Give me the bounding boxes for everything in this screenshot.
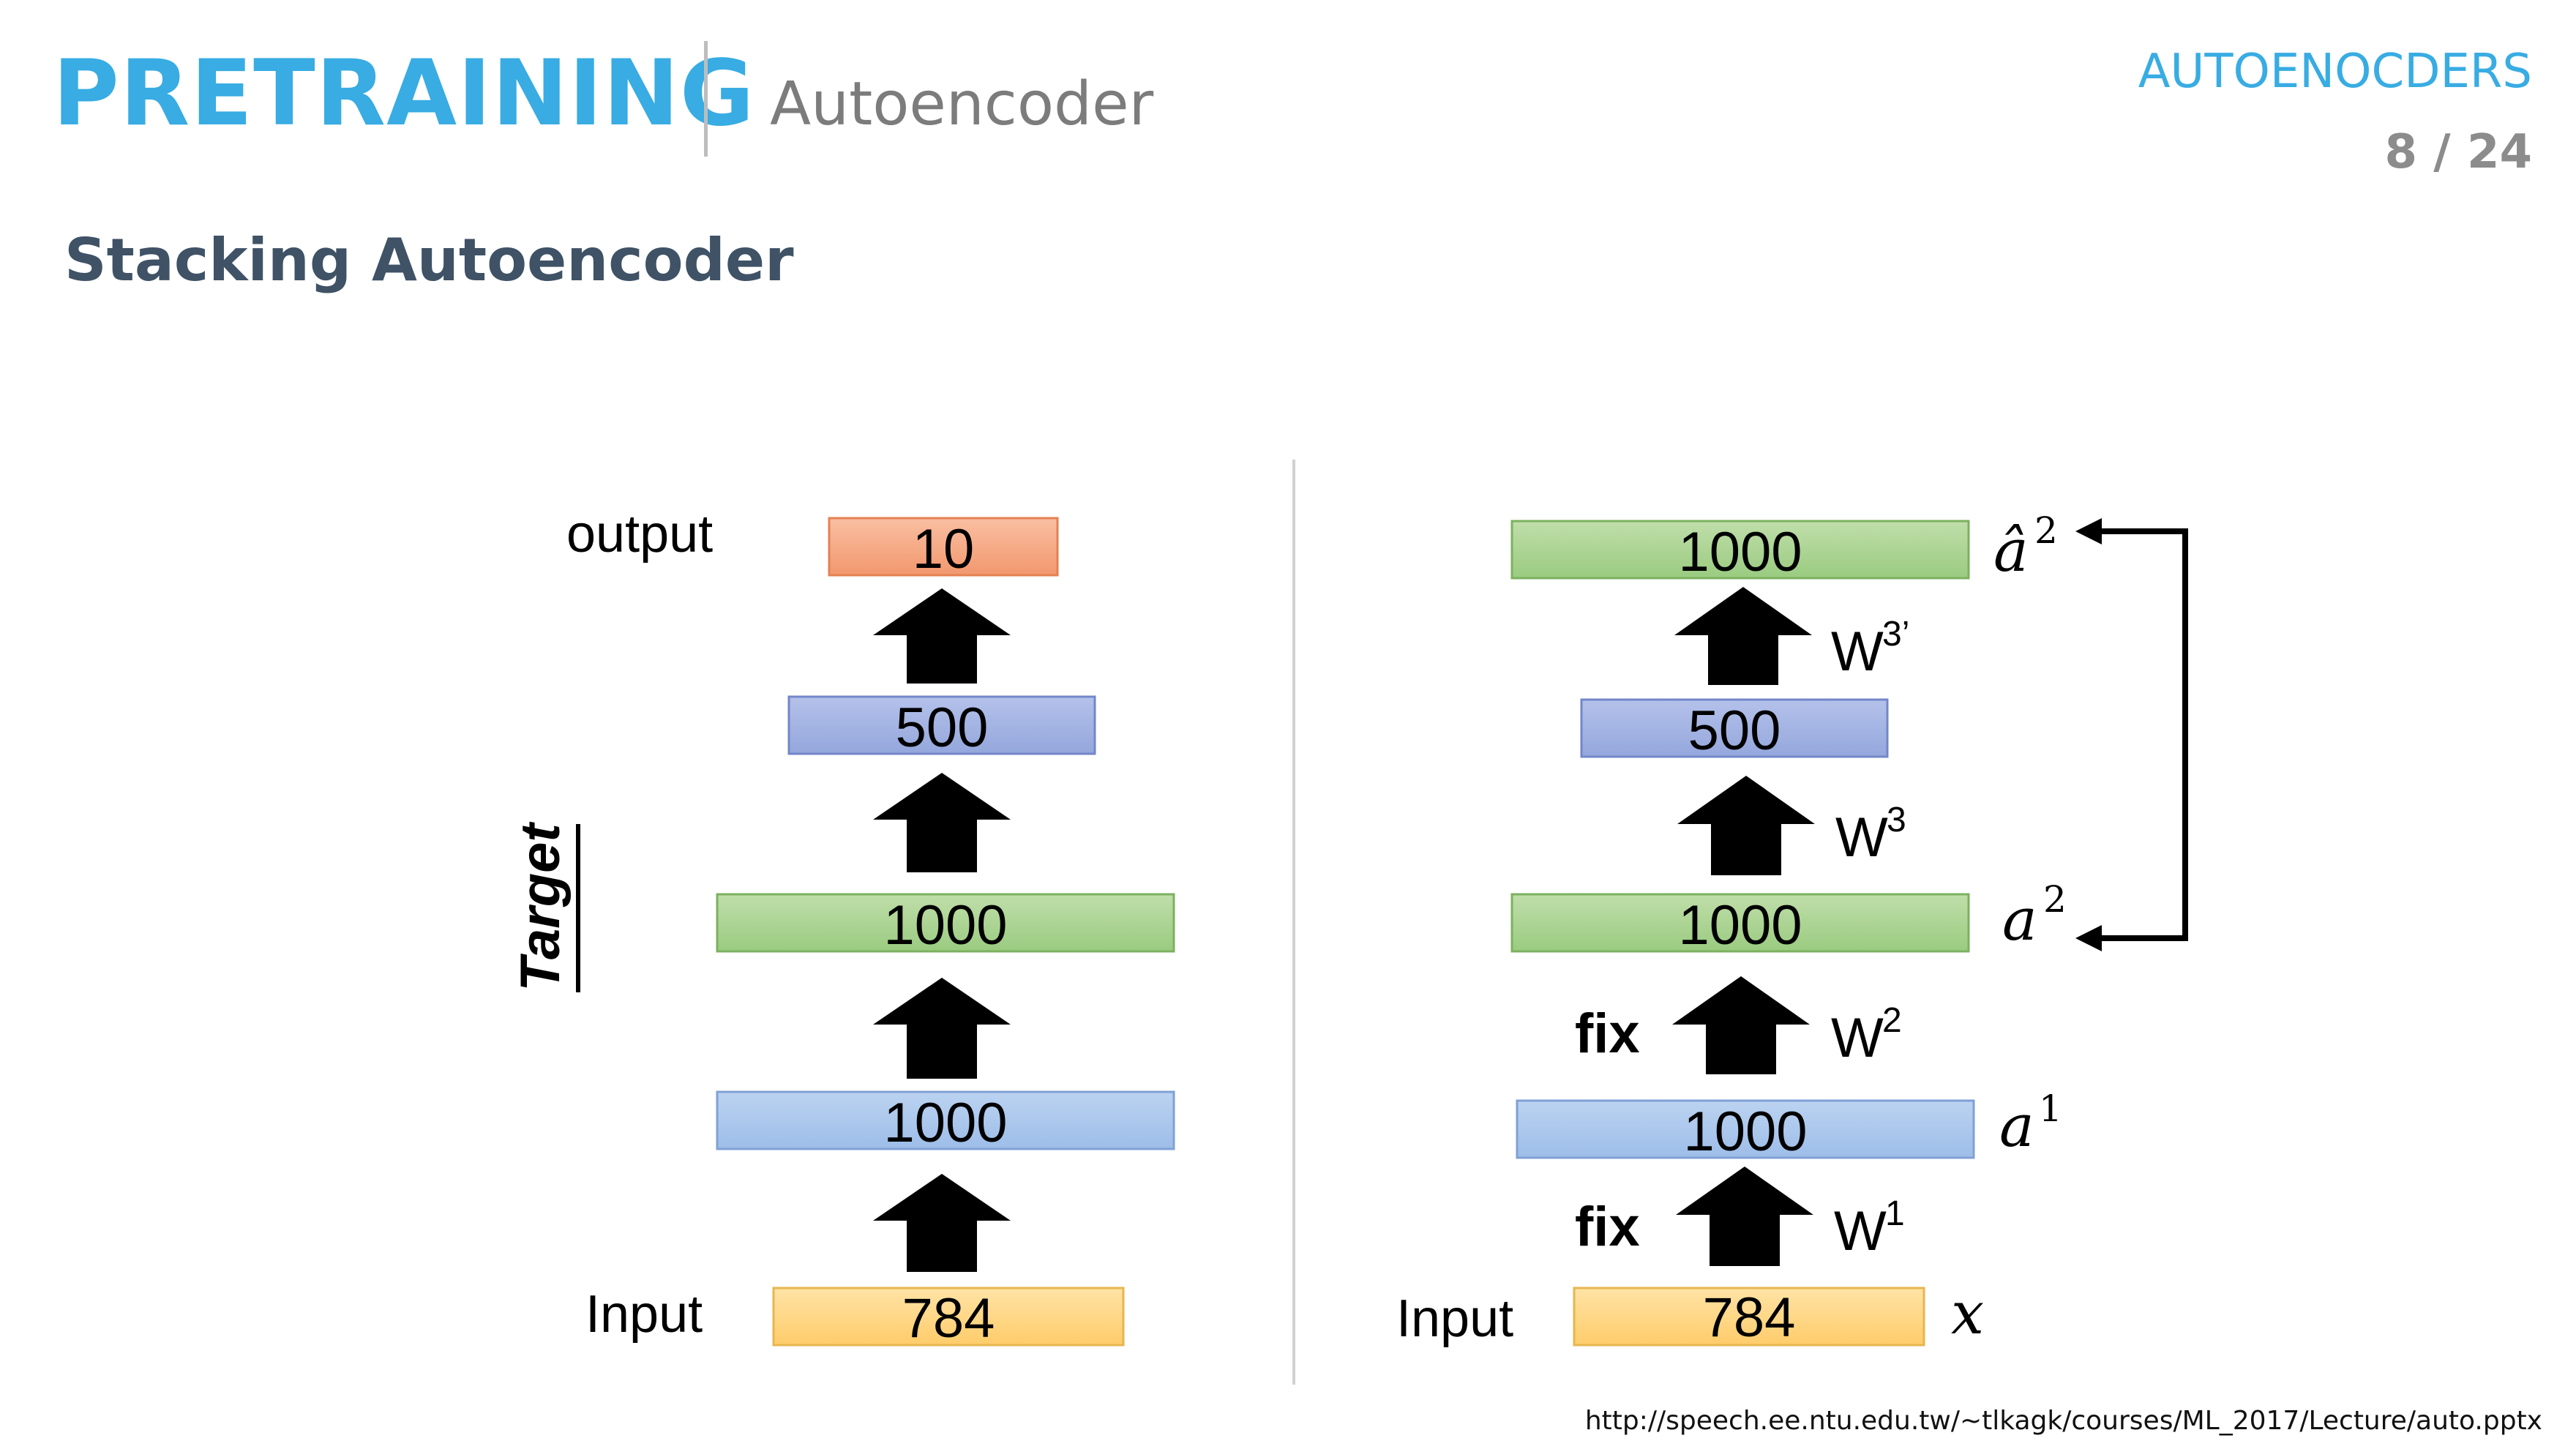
- left-layer-hidden3: [787, 695, 1096, 755]
- right-layer-output: [1510, 520, 1970, 580]
- right-diagram: Input 784 x 1000 a 1 1000 a 2 500 1000 â…: [1396, 509, 2188, 1349]
- target-label: Target: [509, 822, 572, 992]
- left-input-label: Input: [585, 1285, 703, 1344]
- output-label: output: [566, 505, 713, 564]
- page-number: 8 / 24: [2384, 125, 2532, 179]
- title-divider: [704, 41, 708, 157]
- up-arrow: [873, 773, 1011, 872]
- target-connector: [2099, 528, 2188, 941]
- section-title: Stacking Autoencoder: [64, 226, 794, 294]
- right-layer-output-value: 1000: [1678, 521, 1802, 583]
- left-layer-hidden1-value: 1000: [883, 1092, 1007, 1154]
- up-arrow: [1672, 976, 1810, 1074]
- left-layer-hidden2: [716, 893, 1175, 953]
- weight-w2: W: [1831, 1007, 1884, 1069]
- right-layer-hidden1: [1516, 1099, 1975, 1159]
- up-arrow: [1677, 776, 1815, 875]
- left-layer-output-value: 10: [913, 518, 975, 580]
- course-name: AUTOENOCDERS: [2138, 45, 2532, 99]
- left-layer-hidden3-value: 500: [896, 697, 989, 759]
- left-diagram: output Input Target 784 1000 1000 500 10: [509, 505, 1175, 1349]
- weight-w1: W: [1834, 1200, 1887, 1262]
- right-layer-hidden3-value: 500: [1688, 700, 1781, 762]
- weight-w3-prime-sup: 3’: [1882, 615, 1909, 654]
- left-layer-input-value: 784: [902, 1287, 995, 1349]
- left-layer-input: [772, 1287, 1125, 1347]
- right-layer-hidden2: [1510, 893, 1970, 953]
- up-arrow: [873, 1174, 1011, 1272]
- var-a2-sup: 2: [2043, 878, 2067, 921]
- slide-title: PRETRAINING: [53, 41, 755, 146]
- right-layer-input: [1573, 1287, 1925, 1347]
- right-input-label: Input: [1396, 1289, 1513, 1348]
- var-ahat2-sup: 2: [2034, 509, 2058, 552]
- right-layer-input-value: 784: [1703, 1287, 1796, 1349]
- weight-w3-prime: W: [1831, 621, 1884, 683]
- var-a1-sup: 1: [2039, 1087, 2062, 1130]
- fix-label-w1: fix: [1575, 1196, 1640, 1258]
- right-layer-hidden1-value: 1000: [1683, 1101, 1807, 1163]
- slide-subtitle: Autoencoder: [770, 70, 1154, 139]
- fix-label-w2: fix: [1575, 1003, 1640, 1065]
- weight-w3-sup: 3: [1887, 801, 1906, 839]
- weight-w3: W: [1835, 806, 1888, 869]
- left-layer-output: [828, 517, 1059, 577]
- var-x: x: [1951, 1279, 1984, 1347]
- var-ahat2: â: [1993, 517, 2029, 585]
- connector-arrowhead-bottom: [2075, 925, 2102, 951]
- right-layer-hidden2-value: 1000: [1678, 894, 1802, 956]
- right-layer-hidden3: [1580, 698, 1889, 758]
- left-layer-hidden2-value: 1000: [883, 894, 1007, 956]
- var-a1: a: [1999, 1092, 2034, 1160]
- weight-w2-sup: 2: [1882, 1001, 1902, 1040]
- left-layer-hidden1: [716, 1090, 1175, 1150]
- up-arrow: [873, 978, 1011, 1079]
- up-arrow: [1674, 587, 1812, 685]
- var-a2: a: [2002, 886, 2037, 954]
- connector-arrowhead-top: [2075, 518, 2102, 544]
- up-arrow: [873, 588, 1011, 684]
- up-arrow: [1676, 1167, 1813, 1266]
- weight-w1-sup: 1: [1885, 1194, 1905, 1233]
- source-url: http://speech.ee.ntu.edu.tw/~tlkagk/cour…: [1584, 1406, 2542, 1436]
